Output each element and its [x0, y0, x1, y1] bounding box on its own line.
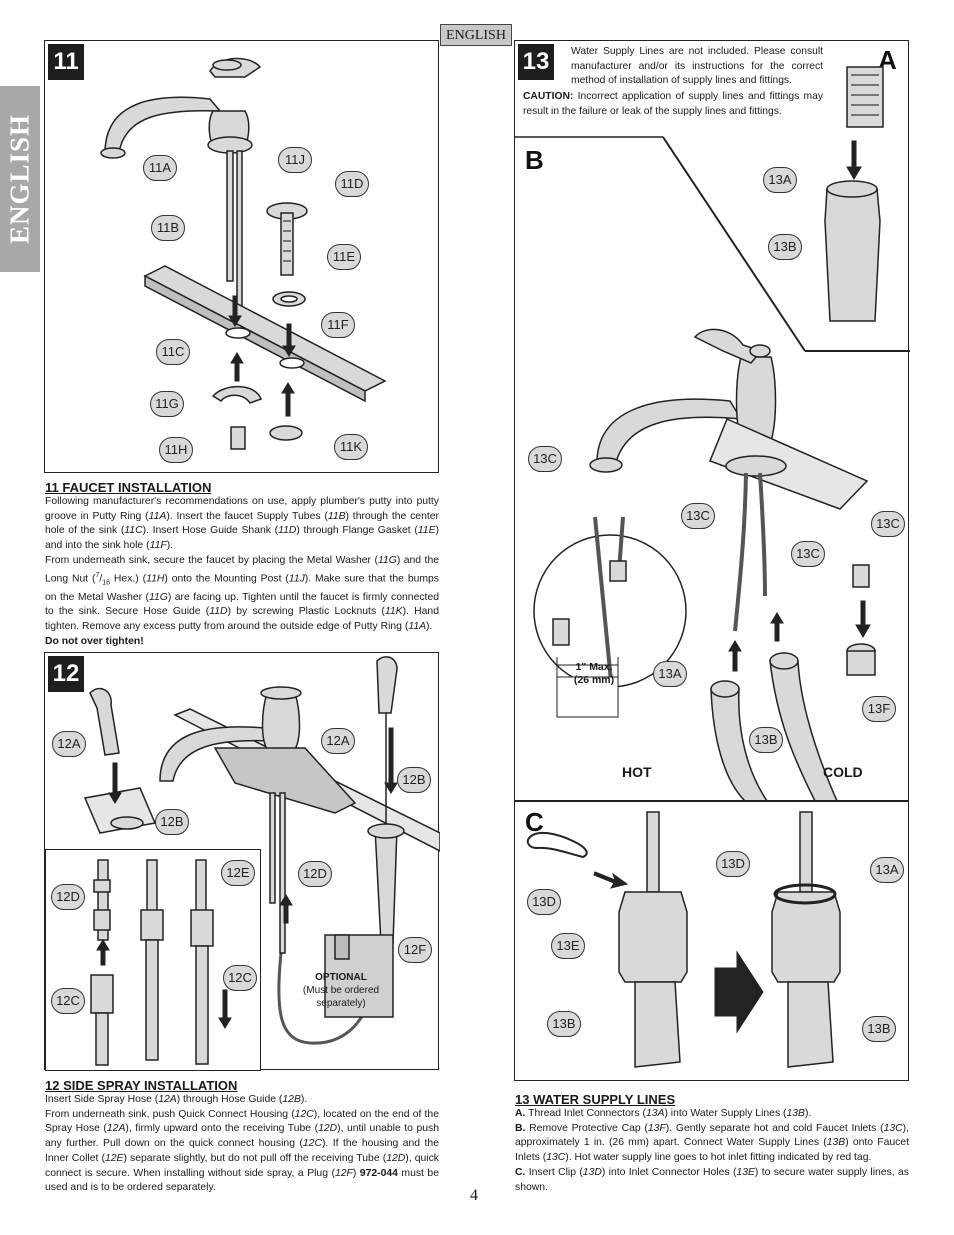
callout-11b: 11B [151, 215, 185, 241]
step-12-title: 12 SIDE SPRAY INSTALLATION [45, 1078, 238, 1093]
side-language-tab: ENGLISH [0, 86, 40, 272]
callout-12f: 12F [398, 937, 432, 963]
callout-11d: 11D [335, 171, 369, 197]
callout-13c-right: 13C [871, 511, 905, 537]
step-13-text: 13 WATER SUPPLY LINES A. Thread Inlet Co… [515, 1092, 909, 1195]
language-tab: ENGLISH [440, 24, 512, 46]
callout-13b-c-right: 13B [862, 1016, 896, 1042]
callout-12e: 12E [221, 860, 255, 886]
callout-13d-left: 13D [527, 889, 561, 915]
step-13-number: 13 [518, 44, 554, 80]
side-tab-label: ENGLISH [4, 113, 35, 245]
callout-11e: 11E [327, 244, 361, 270]
callout-13d-right: 13D [716, 851, 750, 877]
water-supply-illustration [515, 66, 910, 801]
callout-13c-center: 13C [791, 541, 825, 567]
step-12-inset: 12D 12E 12C 12C [45, 849, 261, 1071]
callout-12d-right: 12D [298, 861, 332, 887]
page-number: 4 [470, 1187, 478, 1204]
step-13-title: 13 WATER SUPPLY LINES [515, 1092, 676, 1107]
caution-note: CAUTION: Incorrect application of supply… [523, 91, 823, 117]
step-11-figure: 11 [44, 40, 439, 473]
step-11-title: 11 FAUCET INSTALLATION [45, 480, 212, 495]
optional-note: (Must be ordered separately) [302, 985, 380, 1009]
callout-13a-mid: 13A [653, 661, 687, 687]
callout-13a-top: 13A [763, 167, 797, 193]
step-12-body: Insert Side Spray Hose (12A) through Hos… [45, 1094, 439, 1194]
quick-connect-illustration [90, 859, 232, 1066]
callout-11f: 11F [321, 312, 355, 338]
step-12-text: 12 SIDE SPRAY INSTALLATION Insert Side S… [45, 1078, 439, 1196]
callout-12d-left: 12D [51, 884, 85, 910]
callout-12c-inset-right: 12C [223, 965, 257, 991]
callout-11g: 11G [150, 391, 184, 417]
step-12-figure: 12 [44, 652, 440, 1071]
callout-12b-left: 12B [155, 809, 189, 835]
caution-label: CAUTION: [523, 91, 574, 102]
callout-13b-top: 13B [768, 234, 802, 260]
hot-label: HOT [622, 764, 652, 780]
faucet-installation-illustration [100, 57, 387, 450]
section-c-letter: C [525, 807, 544, 837]
section-c-divider [515, 800, 908, 802]
callout-12c-inset-left: 12C [51, 988, 85, 1014]
optional-label: OPTIONAL [315, 972, 367, 983]
callout-11h: 11H [159, 437, 193, 463]
callout-11a: 11A [143, 155, 177, 181]
callout-11c: 11C [156, 339, 190, 365]
step-13-figure: 13 Water Supply Lines are not included. … [514, 40, 910, 1081]
callout-13b-mid: 13B [749, 727, 783, 753]
step-11-text: 11 FAUCET INSTALLATION Following manufac… [45, 480, 439, 650]
step-12-number: 12 [48, 656, 84, 692]
cold-label: COLD [823, 764, 863, 780]
clip-installation-illustration [526, 811, 841, 1068]
callout-13f: 13F [862, 696, 896, 722]
callout-11j: 11J [278, 147, 312, 173]
callout-12b-right: 12B [397, 767, 431, 793]
callout-13a-c: 13A [870, 857, 904, 883]
callout-11k: 11K [334, 434, 368, 460]
supply-lines-note: Water Supply Lines are not included. Ple… [571, 46, 823, 87]
step-11-warning: Do not over tighten! [45, 635, 144, 647]
step-13-body: A. Thread Inlet Connectors (13A) into Wa… [515, 1108, 910, 1193]
callout-13b-c-left: 13B [547, 1011, 581, 1037]
section-b-letter: B [525, 145, 544, 175]
max-gap-measure: 1" Max.(26 mm) [573, 661, 615, 686]
callout-12a-right: 12A [321, 728, 355, 754]
callout-13e: 13E [551, 933, 585, 959]
callout-12a-left: 12A [52, 731, 86, 757]
step-11-body: Following manufacturer's recommendations… [45, 496, 440, 647]
step-11-number: 11 [48, 44, 84, 80]
side-spray-illustration [83, 656, 440, 1045]
callout-13c-mid: 13C [681, 503, 715, 529]
callout-13c-left: 13C [528, 446, 562, 472]
optional-plug-label: OPTIONAL (Must be ordered separately) [297, 971, 385, 1010]
